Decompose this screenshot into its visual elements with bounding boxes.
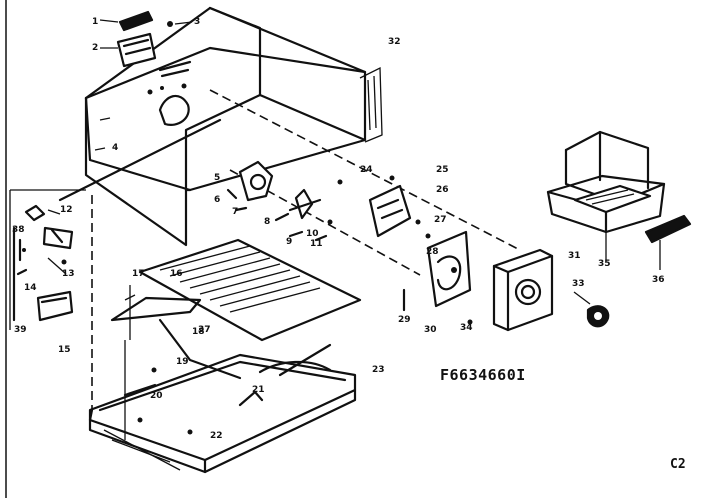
callout-32: 32	[388, 37, 401, 47]
base-pan	[88, 285, 357, 474]
callout-16: 16	[170, 269, 183, 279]
callout-26: 26	[436, 185, 449, 195]
callout-37: 37	[198, 325, 211, 335]
callout-14: 14	[24, 283, 37, 293]
callout-30: 30	[424, 325, 437, 335]
callout-34: 34	[460, 323, 473, 333]
fan-motor-assembly	[226, 160, 343, 242]
control-knob-assembly	[99, 10, 193, 68]
callout-25: 25	[436, 165, 449, 175]
callout-22: 22	[210, 431, 223, 441]
callout-29: 29	[398, 315, 411, 325]
callout-13: 13	[62, 269, 75, 279]
drawing-code: F6634660I	[440, 366, 526, 384]
air-duct-parts	[368, 175, 473, 325]
callout-21: 21	[252, 385, 265, 395]
callout-31: 31	[568, 251, 581, 261]
callout-23: 23	[372, 365, 385, 375]
callout-labels: 1 2 3 32 4 5 6 7 8 9 10 11 12 13 14 15 1…	[12, 17, 665, 441]
callout-12: 12	[60, 205, 73, 215]
callout-1: 1	[92, 17, 98, 27]
callout-11: 11	[310, 239, 323, 249]
callout-38: 38	[12, 225, 25, 235]
callout-39: 39	[14, 325, 27, 335]
callout-28: 28	[426, 247, 439, 257]
callout-18: 18	[192, 327, 205, 337]
callout-8: 8	[264, 217, 270, 227]
callout-33: 33	[572, 279, 585, 289]
page-code: C2	[670, 457, 686, 472]
callout-3: 3	[194, 17, 200, 27]
callout-4: 4	[112, 143, 118, 153]
callout-9: 9	[286, 237, 292, 247]
callout-19: 19	[176, 357, 189, 367]
fan-shroud	[492, 248, 610, 332]
callout-27: 27	[434, 215, 447, 225]
cross-bar	[58, 118, 222, 202]
callout-5: 5	[214, 173, 220, 183]
ice-bin	[546, 130, 692, 270]
evaporator-tray	[110, 238, 362, 342]
thermostat-assembly	[9, 189, 86, 330]
callout-36: 36	[652, 275, 665, 285]
callout-24: 24	[360, 165, 373, 175]
callout-17: 17	[132, 269, 145, 279]
callout-10: 10	[306, 229, 319, 239]
callout-7: 7	[232, 207, 238, 217]
assembly-guide-line-1	[209, 89, 521, 251]
callout-15: 15	[58, 345, 71, 355]
liner-box	[84, 6, 383, 247]
callout-35: 35	[598, 259, 611, 269]
callout-20: 20	[150, 391, 163, 401]
callout-2: 2	[92, 43, 98, 53]
callout-6: 6	[214, 195, 220, 205]
